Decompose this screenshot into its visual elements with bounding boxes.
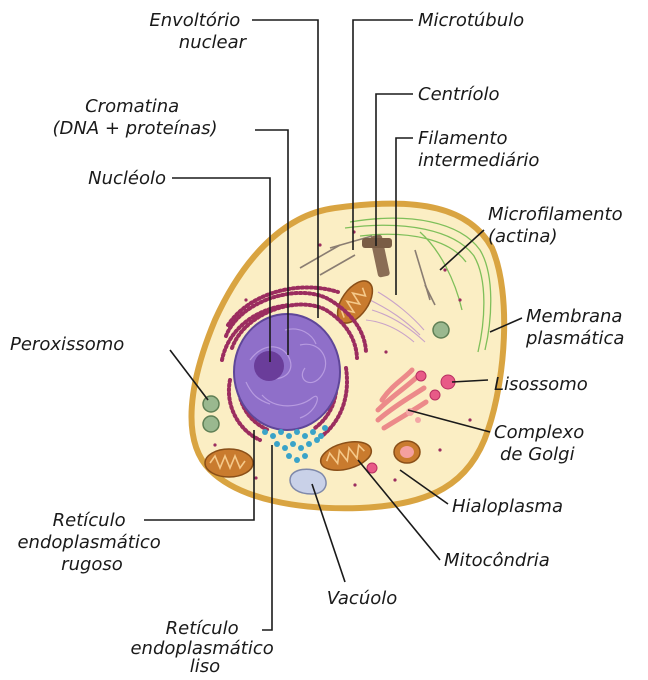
- label-liso-line1: Retículo: [166, 618, 239, 639]
- label-envoltorio-nuclear: Envoltório nuclear: [149, 10, 247, 53]
- label-hialoplasma-line1: Hialoplasma: [452, 496, 563, 517]
- nucleus: [234, 314, 340, 430]
- label-peroxissomo-line1: Peroxissomo: [10, 334, 124, 355]
- label-nucleolo: Nucléolo: [88, 168, 166, 189]
- label-filamento-line2: intermediário: [418, 150, 539, 171]
- label-rugoso-line2: endoplasmático: [17, 532, 160, 553]
- label-lisossomo-line1: Lisossomo: [494, 374, 588, 395]
- label-rugoso-line1: Retículo: [53, 510, 126, 531]
- label-microtubulo-line1: Microtúbulo: [418, 10, 524, 31]
- label-cromatina-line1: Cromatina: [85, 96, 179, 117]
- label-cromatina: Cromatina (DNA + proteínas): [53, 96, 218, 139]
- label-hialoplasma: Hialoplasma: [452, 496, 563, 517]
- label-complexo-golgi: Complexo de Golgi: [494, 422, 590, 465]
- label-nucleolo-line1: Nucléolo: [88, 168, 166, 189]
- label-filamento-line1: Filamento: [418, 128, 507, 149]
- label-membrana-line2: plasmática: [525, 328, 624, 349]
- label-membrana-plasmatica: Membrana plasmática: [525, 306, 628, 349]
- label-rugoso-line3: rugoso: [61, 554, 123, 575]
- label-microfilamento-line1: Microfilamento: [488, 204, 623, 225]
- label-vacuolo: Vacúolo: [327, 588, 398, 609]
- label-envoltorio-line1: Envoltório: [149, 10, 240, 31]
- label-filamento-intermediario: Filamento intermediário: [418, 128, 539, 171]
- label-reticulo-liso: Retículo endoplasmático liso: [130, 618, 279, 677]
- label-golgi-line2: de Golgi: [500, 444, 575, 465]
- label-microfilamento-line2: (actina): [488, 226, 557, 247]
- cell: [191, 204, 504, 509]
- mitochondrion-right: [394, 441, 420, 463]
- label-peroxissomo: Peroxissomo: [10, 334, 124, 355]
- label-microfilamento: Microfilamento (actina): [488, 204, 628, 247]
- label-lisossomo: Lisossomo: [494, 374, 588, 395]
- mitochondrion-left: [205, 449, 253, 477]
- label-cromatina-line2: (DNA + proteínas): [53, 118, 218, 139]
- label-vacuolo-line1: Vacúolo: [327, 588, 398, 609]
- label-mitocondria: Mitocôndria: [444, 550, 550, 571]
- label-microtubulo: Microtúbulo: [418, 10, 524, 31]
- label-mitocondria-line1: Mitocôndria: [444, 550, 550, 571]
- label-liso-line3: liso: [190, 656, 220, 677]
- label-golgi-line1: Complexo: [494, 422, 584, 443]
- label-centriolo-line1: Centríolo: [418, 84, 500, 105]
- nucleolus: [254, 351, 284, 381]
- vacuole: [290, 469, 326, 494]
- label-envoltorio-line2: nuclear: [179, 32, 248, 53]
- label-centriolo: Centríolo: [418, 84, 500, 105]
- label-membrana-line1: Membrana: [526, 306, 622, 327]
